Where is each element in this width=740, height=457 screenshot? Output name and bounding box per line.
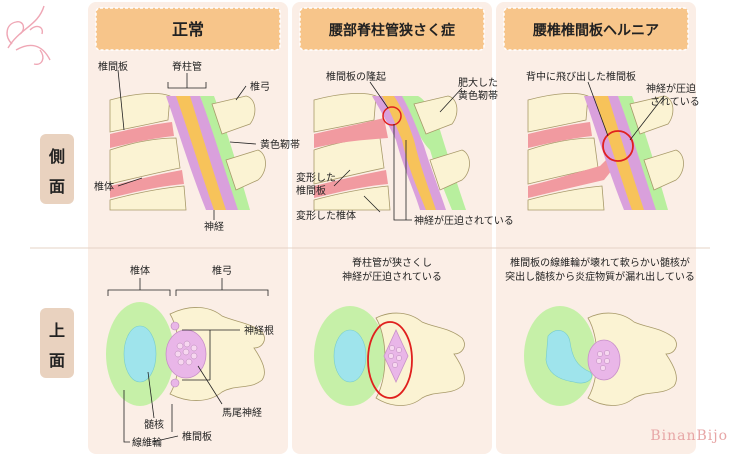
intervertebral-disc <box>110 122 174 148</box>
row-label-top-bg <box>40 308 74 378</box>
intervertebral-disc <box>314 170 388 198</box>
row-label-side-bg <box>40 134 74 204</box>
intervertebral-disc <box>528 122 592 148</box>
label-arch: 椎弓 <box>212 264 232 277</box>
cauda-equina <box>596 350 610 371</box>
dural-sac <box>587 339 621 381</box>
label-body: 変形した椎体 <box>296 209 356 222</box>
label-canal: 脊柱管 <box>172 60 202 73</box>
label-protrusion: 背中に飛び出した椎間板 <box>526 70 636 83</box>
column-headers: 正常 腰部脊柱管狭さく症 腰椎椎間板ヘルニア <box>95 7 689 51</box>
vertebral-arch <box>629 95 674 135</box>
floral-ornament-icon <box>6 5 51 65</box>
caption-line2: 神経が圧迫されている <box>342 270 442 283</box>
caption-line2: 突出し髄核から炎症物質が漏れ出している <box>505 270 695 283</box>
caption-line1: 椎間板の線維輪が壊れて軟らかい髄核が <box>510 256 690 269</box>
label-ligament: 黄色靭帯 <box>260 138 300 151</box>
label-disc-line1: 変形した <box>296 171 336 184</box>
vertebral-body <box>109 185 187 211</box>
label-arch: 椎弓 <box>250 80 270 93</box>
top-view-hernia: 椎間板の線維輪が壊れて軟らかい髄核が 突出し髄核から炎症物質が漏れ出している <box>505 256 695 406</box>
header-normal: 正常 <box>172 20 204 39</box>
nerve-root <box>170 321 180 331</box>
narrowed-canal <box>383 329 409 383</box>
nerve-root <box>170 378 180 388</box>
label-nerve: 神経が圧迫されている <box>414 214 514 227</box>
vertebral-arch-top <box>169 307 265 401</box>
vertebral-body <box>109 137 181 185</box>
label-nerve-line2: されている <box>650 96 700 108</box>
header-hernia: 腰椎椎間板ヘルニア <box>532 22 659 39</box>
label-cauda: 馬尾神経 <box>222 406 262 419</box>
intervertebral-disc <box>110 170 184 198</box>
vertebral-body <box>313 92 377 133</box>
vertebral-arch <box>211 95 256 135</box>
compression-highlight <box>602 130 634 162</box>
herniated-nucleus <box>545 330 593 384</box>
label-disc: 椎間板 <box>98 60 128 73</box>
label-body: 椎体 <box>130 264 150 277</box>
row-label-side-top: 側 <box>48 147 65 166</box>
label-disc-bulge: 椎間板の隆起 <box>326 70 386 83</box>
cauda-equina <box>174 340 198 366</box>
side-view-hernia: 背中に飛び出した椎間板 神経が圧迫 されている <box>526 70 700 211</box>
row-labels: 側 面 上 面 <box>40 134 74 378</box>
header-stenosis-bg <box>299 7 485 51</box>
vertebral-body <box>109 92 171 133</box>
cauda-equina <box>388 345 402 368</box>
nucleus-pulposus <box>333 329 367 383</box>
vertebral-body <box>527 92 589 133</box>
label-annulus: 線維輪 <box>132 436 162 449</box>
nerve-band <box>176 96 226 210</box>
row-label-top-bottom: 面 <box>49 351 65 370</box>
herniated-disc <box>528 148 623 198</box>
label-disc: 椎間板 <box>182 430 212 443</box>
top-view-stenosis: 脊柱管が狭さくし 神経が圧迫されている <box>314 256 465 406</box>
vertebral-arch <box>429 149 470 191</box>
label-ligament-line2: 黄色靭帯 <box>458 89 498 102</box>
intervertebral-disc <box>314 118 388 148</box>
vertebral-arch <box>225 149 266 191</box>
side-view-stenosis: 椎間板の隆起 肥大した 黄色靭帯 変形した 椎間板 変形した椎体 神経が圧迫され… <box>296 70 514 227</box>
watermark: BinanBijo <box>650 428 728 444</box>
compression-highlight <box>367 321 413 399</box>
label-nerve-root: 神経根 <box>244 324 274 337</box>
nucleus-pulposus <box>123 325 157 383</box>
row-label-top-top: 上 <box>49 321 65 340</box>
label-nerve: 神経 <box>204 220 224 233</box>
label-nerve-line1: 神経が圧迫 <box>646 82 696 95</box>
header-stenosis: 腰部脊柱管狭さく症 <box>328 22 455 39</box>
label-body: 椎体 <box>94 180 114 193</box>
vertebral-body <box>527 185 605 211</box>
top-view-normal: 椎体 椎弓 神経根 馬尾神経 髄核 線維輪 椎間板 <box>106 264 274 449</box>
label-nucleus: 髄核 <box>144 418 164 431</box>
row-label-side-bottom: 面 <box>49 177 65 196</box>
label-ligament-line1: 肥大した <box>458 76 498 89</box>
nerve-band <box>594 96 644 210</box>
vertebral-arch <box>643 149 684 191</box>
header-hernia-bg <box>503 7 689 51</box>
vertebral-arch-top <box>587 312 677 406</box>
compressed-nerve <box>382 96 436 210</box>
caption-line1: 脊柱管が狭さくし <box>352 256 432 269</box>
vertebral-body <box>313 185 391 211</box>
compression-highlight <box>382 106 402 126</box>
header-normal-bg <box>95 7 281 51</box>
side-view-normal: 椎間板 脊柱管 椎弓 黄色靭帯 椎体 神経 <box>94 60 300 233</box>
label-disc-line2: 椎間板 <box>296 184 326 197</box>
